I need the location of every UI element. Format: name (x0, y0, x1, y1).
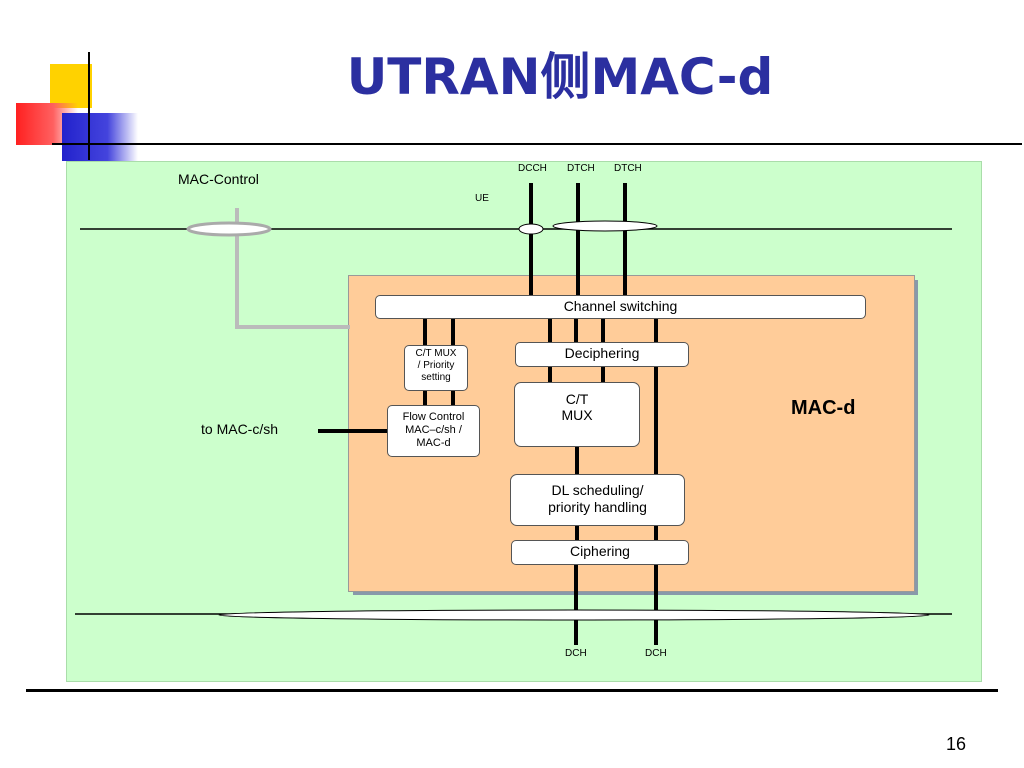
ue-label: UE (475, 193, 489, 204)
slide-number: 16 (946, 734, 967, 754)
ct-mux-line-1: C/T (565, 391, 589, 407)
ct-mux-line-2: MUX (561, 407, 593, 423)
channel-label-dtch-1: DTCH (567, 163, 595, 174)
channel-label-dtch-2: DTCH (614, 163, 642, 174)
ct-mux-priority-line-1: C/T MUX (415, 348, 457, 359)
deco-blue-square (62, 113, 138, 161)
deciphering-box: Deciphering (515, 342, 689, 367)
deco-yellow-square (50, 64, 92, 108)
flow-control-line-2: MAC–c/sh / (405, 424, 462, 436)
mac-control-label: MAC-Control (178, 171, 259, 187)
ct-mux-priority-line-2: / Priority (417, 360, 455, 371)
channel-label-dch-2: DCH (645, 648, 667, 659)
page-title: UTRAN侧MAC-d (346, 48, 774, 106)
dl-scheduling-line-2: priority handling (548, 499, 647, 515)
channel-switching-box: Channel switching (375, 295, 866, 319)
dl-scheduling-line-1: DL scheduling/ (551, 482, 644, 498)
channel-label-dcch: DCCH (518, 163, 547, 174)
to-mac-c-sh-label: to MAC-c/sh (201, 421, 279, 437)
deco-horizontal-line (52, 143, 1022, 145)
ct-mux-priority-line-3: setting (421, 372, 451, 383)
ct-mux-box: C/T MUX (514, 382, 640, 447)
footer-rule (26, 689, 998, 692)
deco-vertical-line (88, 52, 90, 160)
mac-d-label: MAC-d (791, 397, 856, 419)
channel-label-dch-1: DCH (565, 648, 587, 659)
ct-mux-priority-box: C/T MUX / Priority setting (404, 345, 468, 391)
flow-control-box: Flow Control MAC–c/sh / MAC-d (387, 405, 480, 457)
ciphering-label: Ciphering (570, 543, 630, 559)
flow-control-line-3: MAC-d (416, 437, 451, 449)
channel-switching-label: Channel switching (563, 298, 678, 314)
dl-scheduling-box: DL scheduling/ priority handling (510, 474, 685, 526)
ciphering-box: Ciphering (511, 540, 689, 565)
flow-control-line-1: Flow Control (402, 411, 465, 423)
deciphering-label: Deciphering (564, 345, 640, 361)
